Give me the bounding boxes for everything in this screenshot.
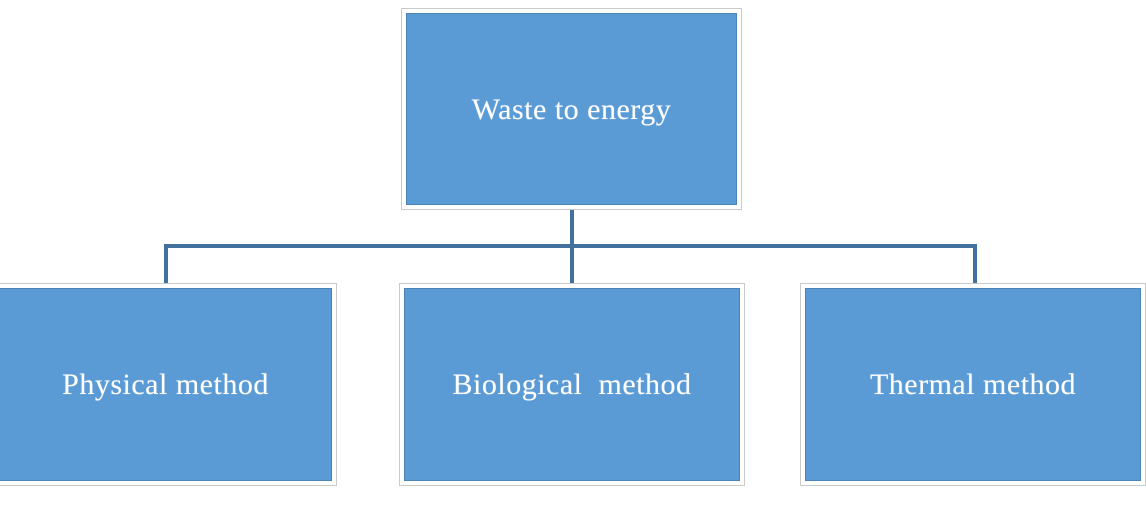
- connector-root-to-children: [570, 209, 574, 288]
- node-waste-to-energy-fill: Waste to energy: [406, 13, 737, 205]
- connector-horizontal-bar: [164, 244, 977, 248]
- node-physical-method-label: Physical method: [62, 368, 269, 401]
- node-biological-method-label: Biological method: [452, 368, 692, 401]
- node-biological-method-fill: Biological method: [404, 288, 740, 481]
- node-physical-method-fill: Physical method: [0, 288, 332, 481]
- node-waste-to-energy-label: Waste to energy: [471, 92, 672, 126]
- node-biological-method: Biological method: [399, 283, 745, 486]
- node-physical-method: Physical method: [0, 283, 337, 486]
- connector-to-thermal: [973, 246, 977, 288]
- node-thermal-method-fill: Thermal method: [805, 288, 1141, 481]
- node-thermal-method: Thermal method: [800, 283, 1146, 486]
- node-waste-to-energy: Waste to energy: [401, 8, 742, 210]
- node-thermal-method-label: Thermal method: [869, 368, 1077, 401]
- connector-to-physical: [164, 246, 168, 288]
